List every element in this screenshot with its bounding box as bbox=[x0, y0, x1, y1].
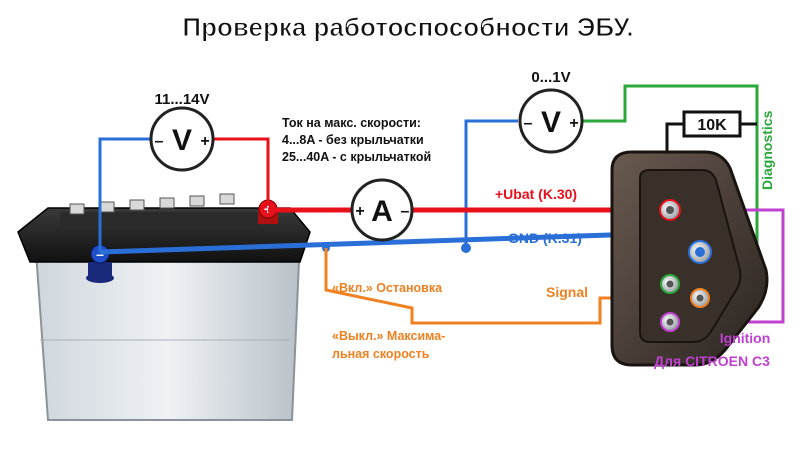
wire-ground-main bbox=[99, 229, 701, 255]
ammeter: A + – bbox=[350, 178, 414, 242]
wire-signal bbox=[324, 248, 700, 325]
ammeter-plus: + bbox=[355, 203, 364, 220]
label-signal: Signal bbox=[546, 284, 588, 300]
signal-voltmeter-minus: – bbox=[524, 115, 533, 132]
switch-off-label-line1: «Выкл.» Максима- bbox=[332, 329, 445, 343]
current-note-line2: 4...8A - без крыльчатки bbox=[282, 133, 424, 147]
switch-off-label-line2: льная скорость bbox=[332, 347, 430, 361]
signal-voltmeter: 0...1V V – + bbox=[518, 69, 584, 154]
label-gnd: GND (K.31) bbox=[508, 230, 582, 246]
connector-pin-gnd bbox=[688, 240, 712, 264]
connector-pin-ignition bbox=[660, 312, 680, 332]
signal-voltmeter-range: 0...1V bbox=[531, 69, 570, 86]
junction-ground bbox=[461, 243, 471, 253]
battery-voltmeter-minus: – bbox=[155, 133, 164, 150]
label-diagnostics: Diagnostics bbox=[759, 110, 775, 190]
label-ubat: +Ubat (K.30) bbox=[495, 186, 577, 202]
wire-positive-to-voltmeter bbox=[214, 137, 270, 205]
signal-voltmeter-plus: + bbox=[569, 115, 578, 132]
resistor-label: 10K bbox=[697, 117, 727, 134]
ammeter-symbol: A bbox=[371, 195, 393, 228]
battery-voltmeter-plus: + bbox=[200, 133, 209, 150]
connector-pin-ubat bbox=[659, 199, 681, 221]
resistor-10k: 10K bbox=[682, 110, 742, 138]
ammeter-minus: – bbox=[401, 203, 410, 220]
ecu-connector bbox=[610, 150, 769, 367]
connector-pin-signal bbox=[690, 288, 710, 308]
battery-voltmeter-range: 11...14V bbox=[154, 91, 209, 108]
current-note-line3: 25...40A - с крыльчаткой bbox=[282, 150, 431, 164]
label-ignition: Ignition bbox=[720, 330, 771, 346]
current-note: Ток на макс. скорости: 4...8A - без крыл… bbox=[282, 116, 431, 164]
signal-voltmeter-symbol: V bbox=[541, 106, 561, 139]
wire-ground-to-voltmeter bbox=[464, 119, 518, 248]
current-note-line1: Ток на макс. скорости: bbox=[282, 116, 421, 130]
battery-voltmeter-symbol: V bbox=[172, 124, 192, 157]
connector-pin-diagnostics bbox=[660, 274, 680, 294]
label-vehicle: Для CITROEN C3 bbox=[654, 353, 770, 369]
battery: + – bbox=[17, 193, 311, 421]
wire-ground bbox=[98, 137, 150, 252]
battery-voltmeter: 11...14V V – + bbox=[149, 91, 215, 172]
page-title: Проверка работоспособности ЭБУ. bbox=[182, 12, 633, 42]
switch-on-label: «Вкл.» Остановка bbox=[332, 281, 443, 295]
